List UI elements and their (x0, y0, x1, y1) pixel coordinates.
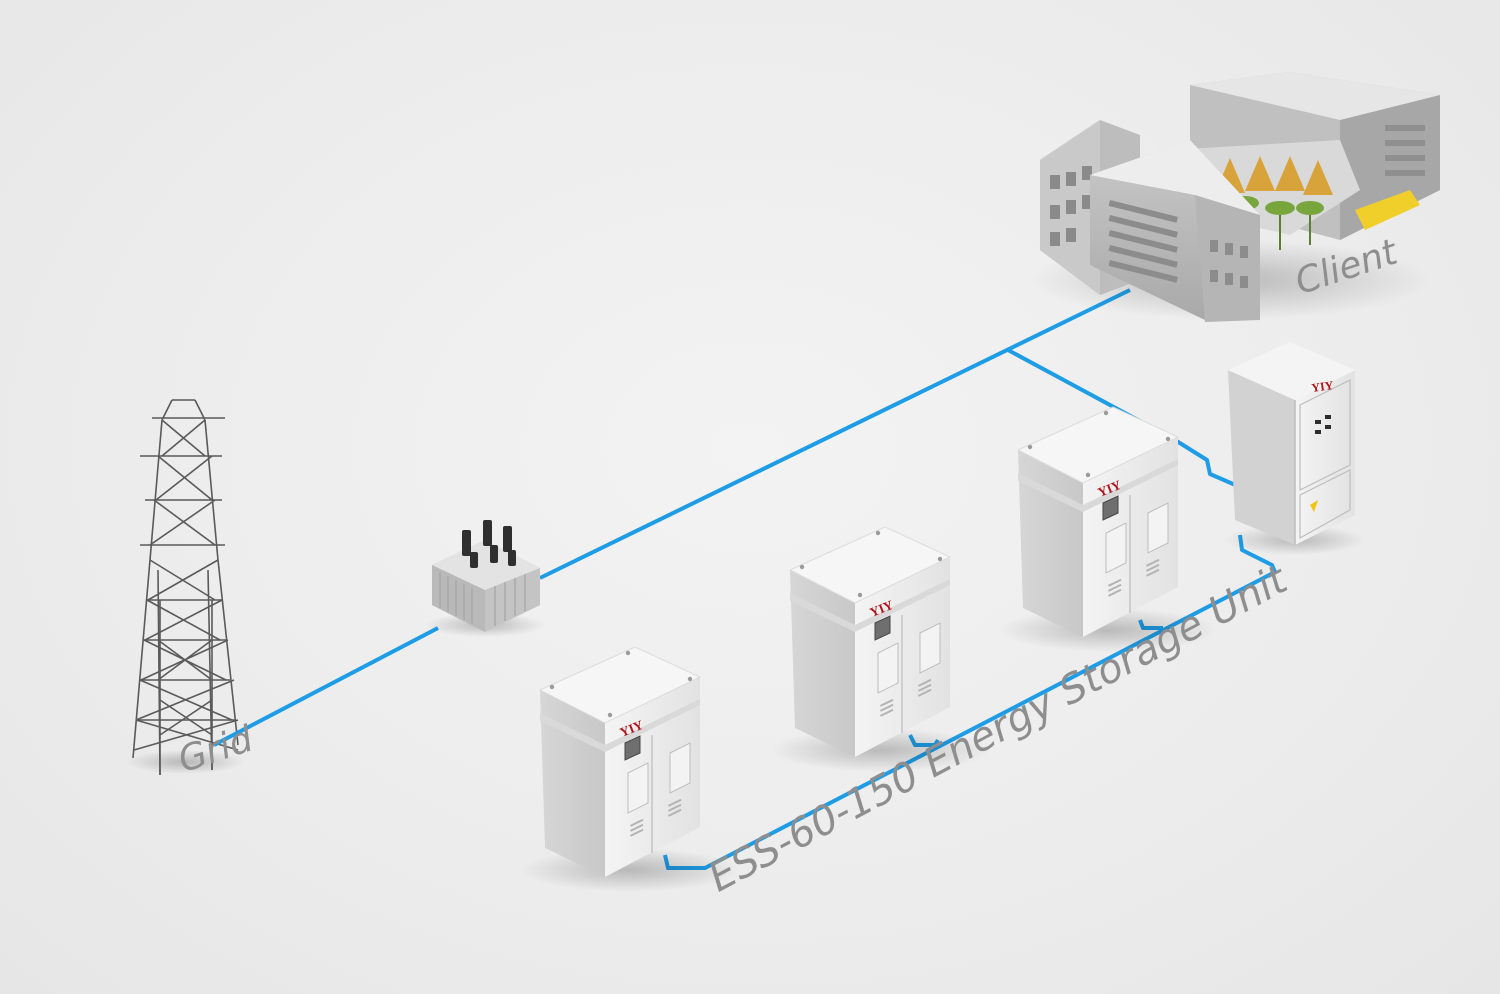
transformer-to-client-line (539, 288, 1131, 580)
panel-brand-logo: YIY (1310, 378, 1334, 395)
transformer-icon (425, 520, 545, 637)
building-icon (1030, 72, 1440, 322)
transmission-tower-icon (125, 399, 245, 776)
energy-storage-cabinet-icon: YIY (770, 526, 990, 772)
switchgear-panel-icon: YIY (1225, 342, 1365, 555)
energy-storage-cabinet-icon: YIY (998, 406, 1218, 652)
ess-bus-line (663, 534, 1277, 870)
energy-storage-cabinet-icon: YIY (520, 646, 740, 892)
grid-to-transformer-line (213, 626, 439, 747)
